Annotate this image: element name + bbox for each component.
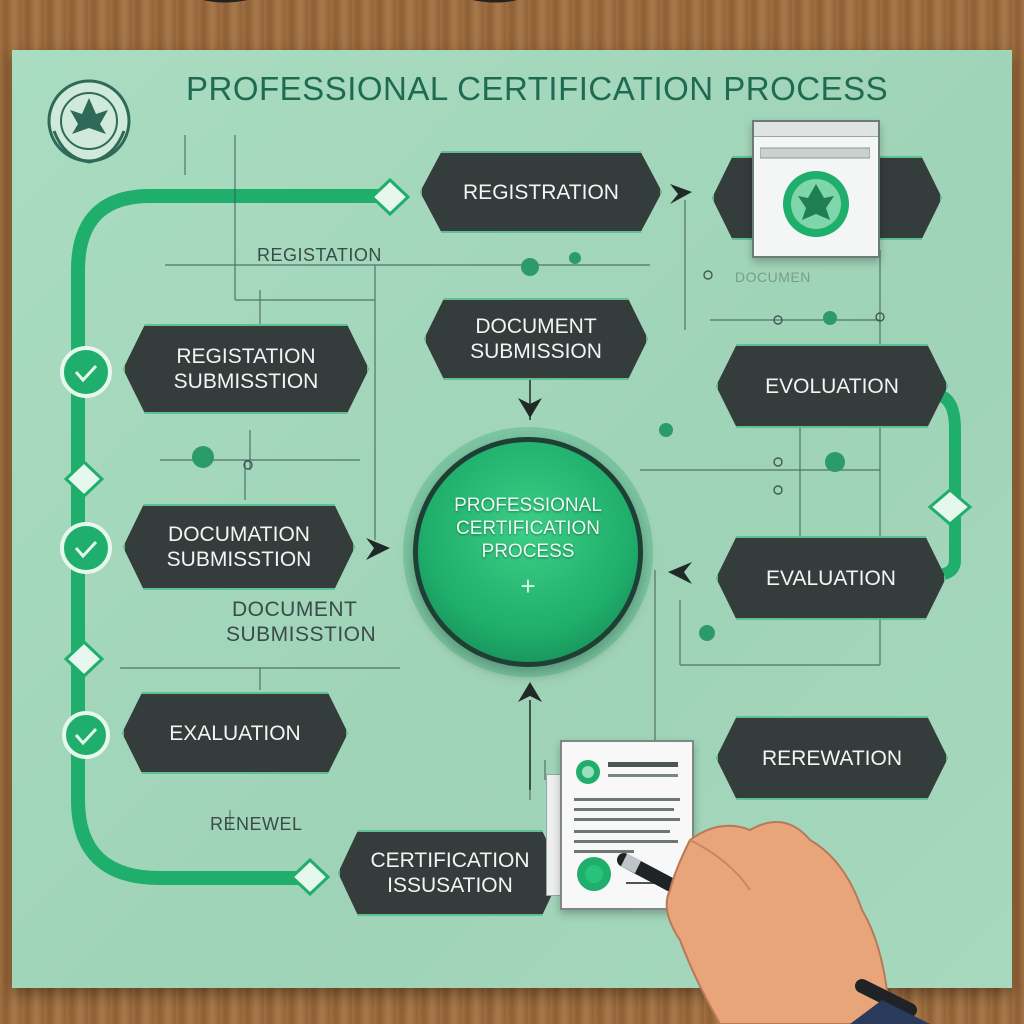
right-flow-track bbox=[934, 389, 961, 581]
label-renewel: RENEWEL bbox=[210, 814, 303, 834]
document-card bbox=[752, 120, 880, 258]
label-documen-faint: DOCUMEN bbox=[735, 269, 811, 285]
diamond-marker-icons bbox=[63, 177, 973, 897]
label-document: DOCUMENT bbox=[232, 598, 358, 621]
center-process-circle: PROFESSIONAL CERTIFICATION PROCESS + bbox=[413, 437, 643, 667]
center-title: PROFESSIONAL CERTIFICATION PROCESS bbox=[454, 495, 602, 562]
step-document-submission[interactable]: DOCUMENT SUBMISSION bbox=[424, 298, 648, 380]
step-evaluation[interactable]: EVALUATION bbox=[716, 536, 946, 620]
plus-icon: + bbox=[520, 571, 536, 601]
hand-writing-pen-icon bbox=[617, 821, 930, 1024]
step-exaluation[interactable]: EXALUATION bbox=[122, 692, 348, 774]
leaf-seal-icon bbox=[783, 171, 849, 237]
checkmark-node-icons bbox=[60, 346, 112, 759]
certificate-contents bbox=[574, 760, 680, 891]
step-evoluation[interactable]: EVOLUATION bbox=[716, 344, 948, 428]
step-certification-issuance[interactable]: CERTIFICATION ISSUSATION bbox=[338, 830, 562, 916]
page-title: PROFESSIONAL CERTIFICATION PROCESS bbox=[186, 70, 889, 107]
leaf-emblem-icon bbox=[47, 79, 131, 164]
step-registration[interactable]: REGISTRATION bbox=[420, 151, 662, 233]
label-registation: REGISTATION bbox=[257, 245, 382, 265]
step-registation-submission[interactable]: REGISTATION SUBMISSTION bbox=[123, 324, 369, 414]
step-rerewation[interactable]: REREWATION bbox=[716, 716, 948, 800]
left-flow-track bbox=[71, 189, 392, 885]
step-documation-submission[interactable]: DOCUMATION SUBMISSTION bbox=[123, 504, 355, 590]
label-submission: SUBMISSTION bbox=[226, 623, 377, 646]
text-lines-icon bbox=[760, 147, 870, 159]
